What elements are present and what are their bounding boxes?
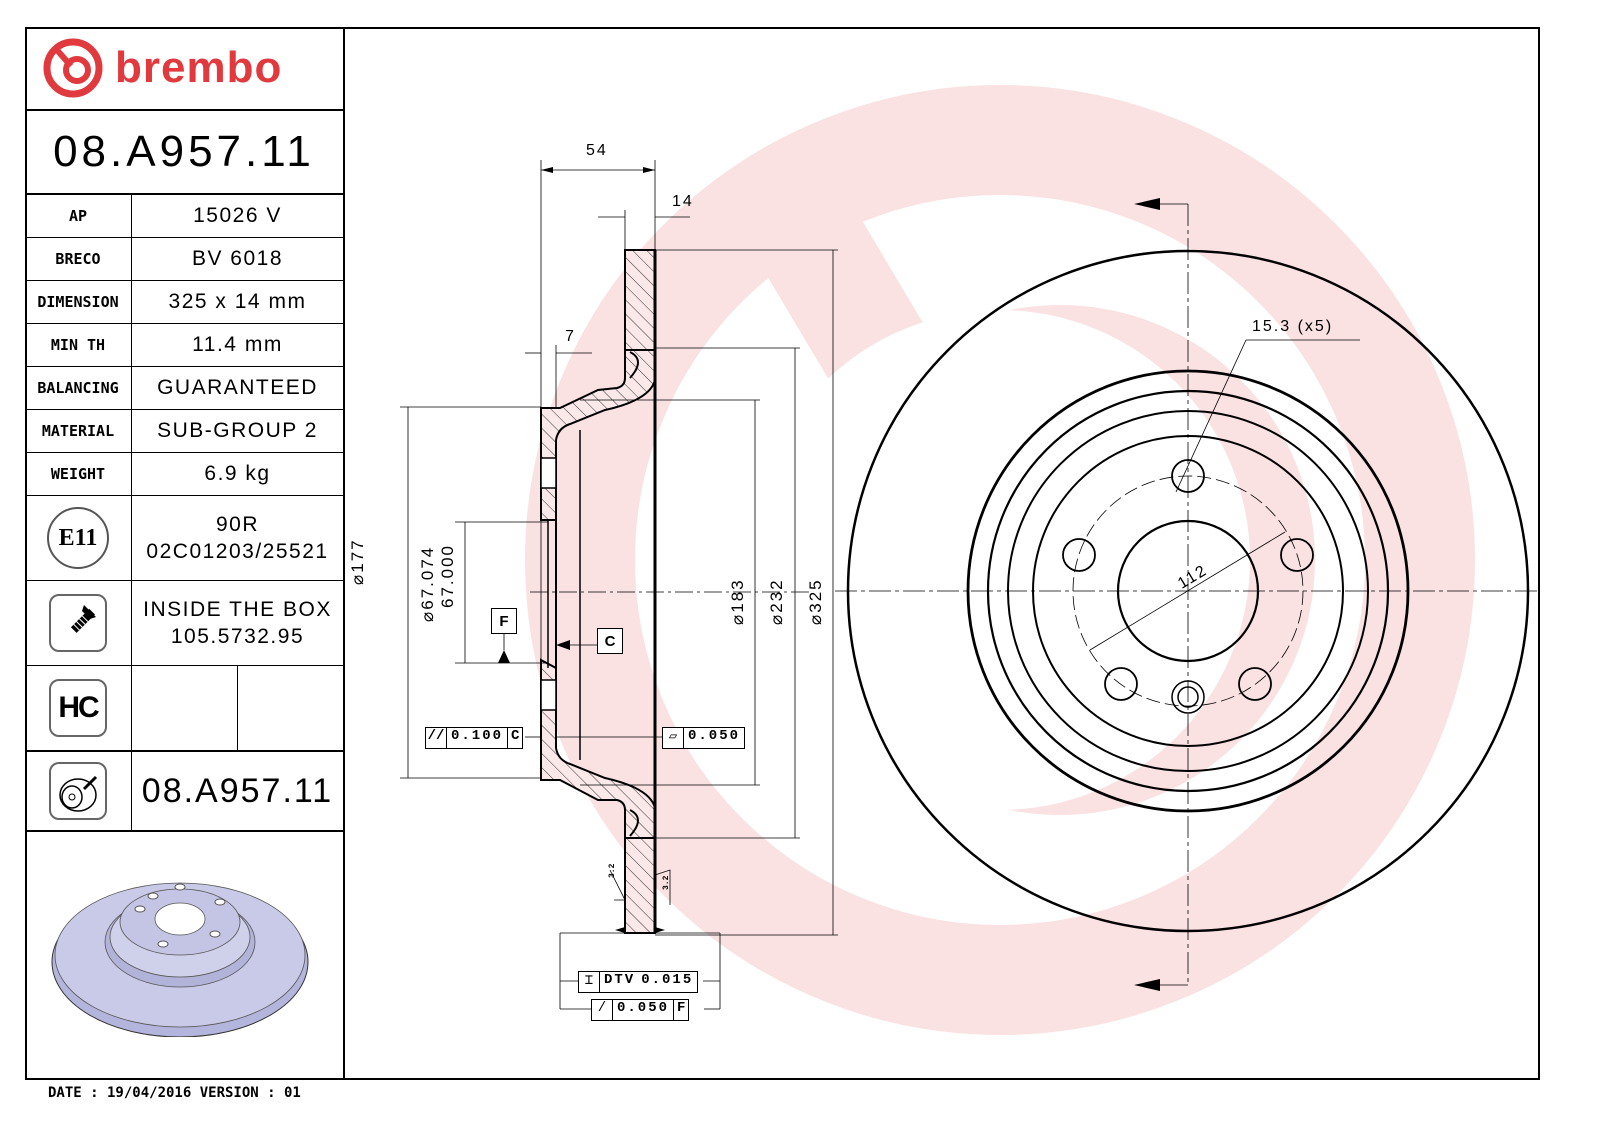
disc-reference-part-number: 08.A957.11 bbox=[141, 771, 334, 810]
spec-label-ap: AP bbox=[68, 207, 88, 225]
homologation-line2: 02C01203/25521 bbox=[146, 540, 329, 563]
spec-value-material: SUB-GROUP 2 bbox=[157, 419, 318, 442]
roughness-right: 3.2 bbox=[662, 875, 671, 890]
dim-d183: ⌀183 bbox=[728, 578, 747, 625]
bolt-hole-callout: 15.3 (x5) bbox=[1252, 318, 1334, 335]
dim-54: 54 bbox=[586, 142, 608, 159]
datum-c: C bbox=[597, 628, 623, 654]
thickness-variation-icon: ⌶ bbox=[579, 972, 600, 992]
runout-tolerance-frame: / 0.050 F bbox=[591, 999, 690, 1021]
dtv-tolerance-frame: ⌶ DTV 0.015 bbox=[578, 971, 699, 993]
roughness-left: 3.2 bbox=[608, 863, 617, 878]
spec-value-ap: 15026 V bbox=[193, 204, 282, 227]
screw-cell bbox=[25, 581, 131, 665]
parallelism-tolerance-frame: // 0.100 C bbox=[425, 727, 524, 749]
hc-divider bbox=[237, 666, 238, 750]
screw-icon bbox=[49, 594, 107, 652]
brembo-logo-icon bbox=[43, 38, 103, 98]
dim-d67: ⌀67.074 67.000 bbox=[418, 544, 457, 622]
e11-approval-cell: E11 bbox=[25, 496, 131, 580]
spec-value-balancing: GUARANTEED bbox=[157, 376, 318, 399]
disc-reference-cell bbox=[25, 752, 131, 830]
footer-date-version: DATE : 19/04/2016 VERSION : 01 bbox=[48, 1085, 301, 1101]
spec-label-balancing: BALANCING bbox=[37, 379, 119, 397]
spec-value-weight: 6.9 kg bbox=[204, 462, 271, 485]
spec-value-breco: BV 6018 bbox=[191, 247, 284, 270]
datum-f: F bbox=[491, 608, 517, 634]
spec-label-dimension: DIMENSION bbox=[37, 293, 119, 311]
brand-name: brembo bbox=[115, 43, 283, 92]
brand-header: brembo bbox=[25, 27, 343, 109]
runout-icon: / bbox=[592, 1000, 613, 1020]
spec-value-dimension: 325 x 14 mm bbox=[168, 290, 307, 313]
spec-label-breco: BRECO bbox=[55, 250, 101, 268]
hc-coating-icon: HC bbox=[49, 679, 107, 737]
flatness-icon: ▱ bbox=[663, 728, 684, 748]
brembo-watermark-icon bbox=[525, 85, 1475, 1035]
spec-label-min-th: MIN TH bbox=[50, 336, 106, 354]
dim-7: 7 bbox=[565, 328, 574, 345]
parallelism-icon: // bbox=[426, 728, 447, 748]
dim-d232: ⌀232 bbox=[767, 578, 786, 625]
hardware-text: INSIDE THE BOX 105.5732.95 bbox=[132, 581, 343, 665]
hc-cell: HC bbox=[25, 666, 131, 750]
homologation-text: 90R 02C01203/25521 bbox=[132, 496, 343, 580]
part-number-title: 08.A957.11 bbox=[53, 127, 315, 176]
spec-label-material: MATERIAL bbox=[41, 422, 115, 440]
title-block: brembo 08.A957.11 AP 15026 V BRECO BV 60… bbox=[25, 27, 345, 1080]
hardware-line2: 105.5732.95 bbox=[170, 625, 305, 648]
column-divider bbox=[131, 195, 132, 827]
dim-14: 14 bbox=[672, 193, 694, 210]
hardware-line1: INSIDE THE BOX bbox=[143, 598, 332, 621]
disc-3d-render bbox=[45, 867, 325, 1038]
spec-value-min-th: 11.4 mm bbox=[192, 333, 283, 356]
homologation-line1: 90R bbox=[215, 513, 260, 536]
e11-approval-icon: E11 bbox=[47, 507, 109, 569]
spec-label-weight: WEIGHT bbox=[50, 465, 106, 483]
section-view bbox=[400, 160, 838, 1010]
drawing-frame bbox=[25, 27, 1540, 1080]
brake-disc-icon bbox=[49, 762, 107, 820]
front-view bbox=[835, 198, 1540, 991]
dim-d177: ⌀177 bbox=[348, 538, 367, 585]
dim-d325: ⌀325 bbox=[806, 578, 825, 625]
flatness-tolerance-frame: ▱ 0.050 bbox=[662, 727, 746, 749]
